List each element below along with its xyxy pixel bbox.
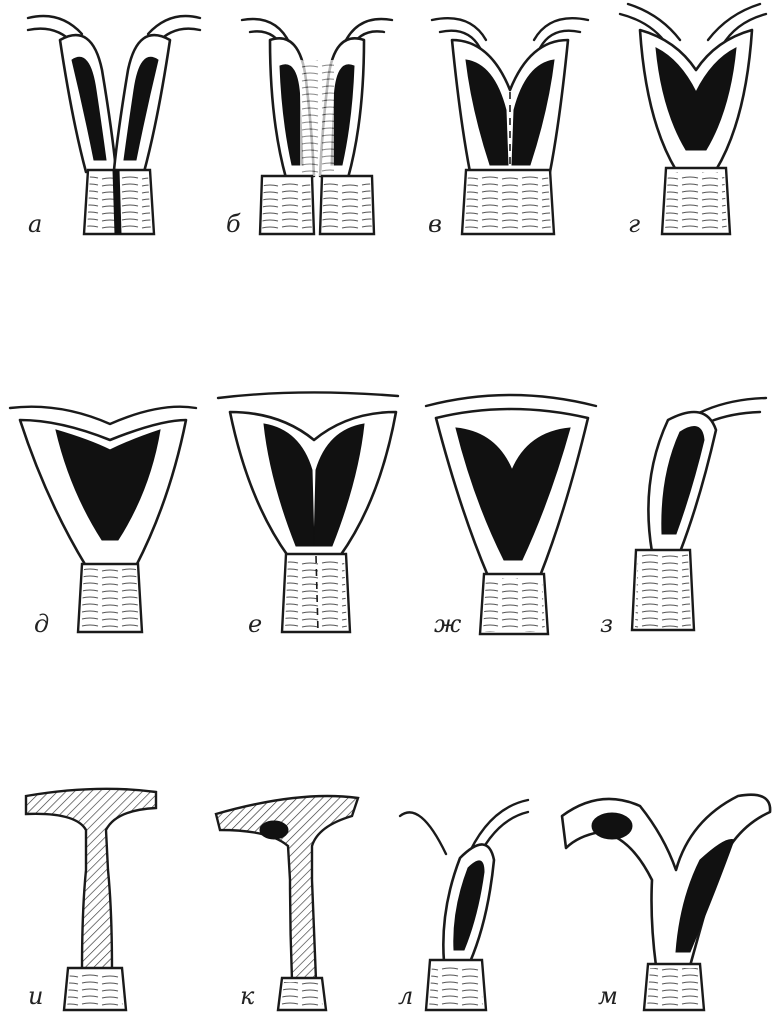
- panel-label-e: е: [248, 610, 262, 638]
- panel-label-i: и: [28, 982, 43, 1010]
- panel-zh: ж: [426, 395, 596, 638]
- panel-k: к: [216, 796, 358, 1010]
- panel-d: д: [10, 407, 196, 638]
- panel-label-z: з: [600, 610, 613, 638]
- panel-g: г: [620, 4, 766, 238]
- panel-z: з: [600, 398, 766, 638]
- panel-label-k: к: [240, 982, 255, 1010]
- panel-e: е: [218, 392, 398, 638]
- panel-label-b: б: [226, 210, 241, 238]
- panel-label-d: д: [34, 610, 49, 638]
- panel-b: б: [226, 19, 392, 238]
- panel-l: л: [398, 800, 528, 1010]
- panel-label-zh: ж: [434, 610, 462, 638]
- panel-i: и: [26, 789, 156, 1010]
- panel-label-v: в: [428, 210, 442, 238]
- panel-label-a: а: [28, 210, 42, 238]
- panel-m: м: [562, 795, 770, 1010]
- panel-label-l: л: [398, 982, 413, 1010]
- panel-a: а: [28, 16, 200, 238]
- panel-v: в: [428, 18, 588, 238]
- panel-label-m: м: [598, 982, 618, 1010]
- panel-label-g: г: [628, 210, 640, 238]
